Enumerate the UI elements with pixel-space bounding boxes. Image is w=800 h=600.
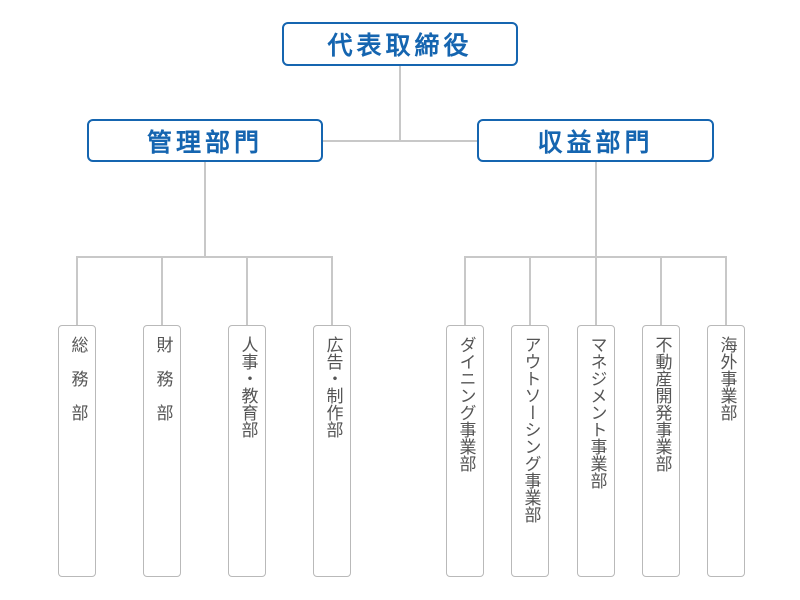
dept-real-estate-development: 不動産開発事業部 xyxy=(642,325,680,577)
dept-label: ダイニング事業部 xyxy=(455,336,476,472)
dept-label: 財務部 xyxy=(152,336,173,438)
admin-division-box: 管理部門 xyxy=(87,119,323,162)
dept-overseas: 海外事業部 xyxy=(707,325,745,577)
dept-outsourcing: アウトソーシング事業部 xyxy=(511,325,549,577)
dept-label: 広告・制作部 xyxy=(322,336,343,438)
ceo-box: 代表取締役 xyxy=(282,22,518,66)
dept-label: マネジメント事業部 xyxy=(586,336,607,489)
revenue-division-box: 収益部門 xyxy=(477,119,714,162)
admin-division-label: 管理部門 xyxy=(146,127,263,157)
ceo-label: 代表取締役 xyxy=(327,31,473,60)
dept-finance: 財務部 xyxy=(143,325,181,577)
dept-label: 人事・教育部 xyxy=(237,336,258,438)
dept-label: アウトソーシング事業部 xyxy=(520,336,541,523)
dept-general-affairs: 総務部 xyxy=(58,325,96,577)
dept-hr-education: 人事・教育部 xyxy=(228,325,266,577)
dept-label: 海外事業部 xyxy=(716,336,737,421)
dept-label: 不動産開発事業部 xyxy=(651,336,672,472)
dept-management: マネジメント事業部 xyxy=(577,325,615,577)
dept-label: 総務部 xyxy=(67,336,88,438)
revenue-division-label: 収益部門 xyxy=(537,127,654,157)
dept-advertising-production: 広告・制作部 xyxy=(313,325,351,577)
dept-dining: ダイニング事業部 xyxy=(446,325,484,577)
